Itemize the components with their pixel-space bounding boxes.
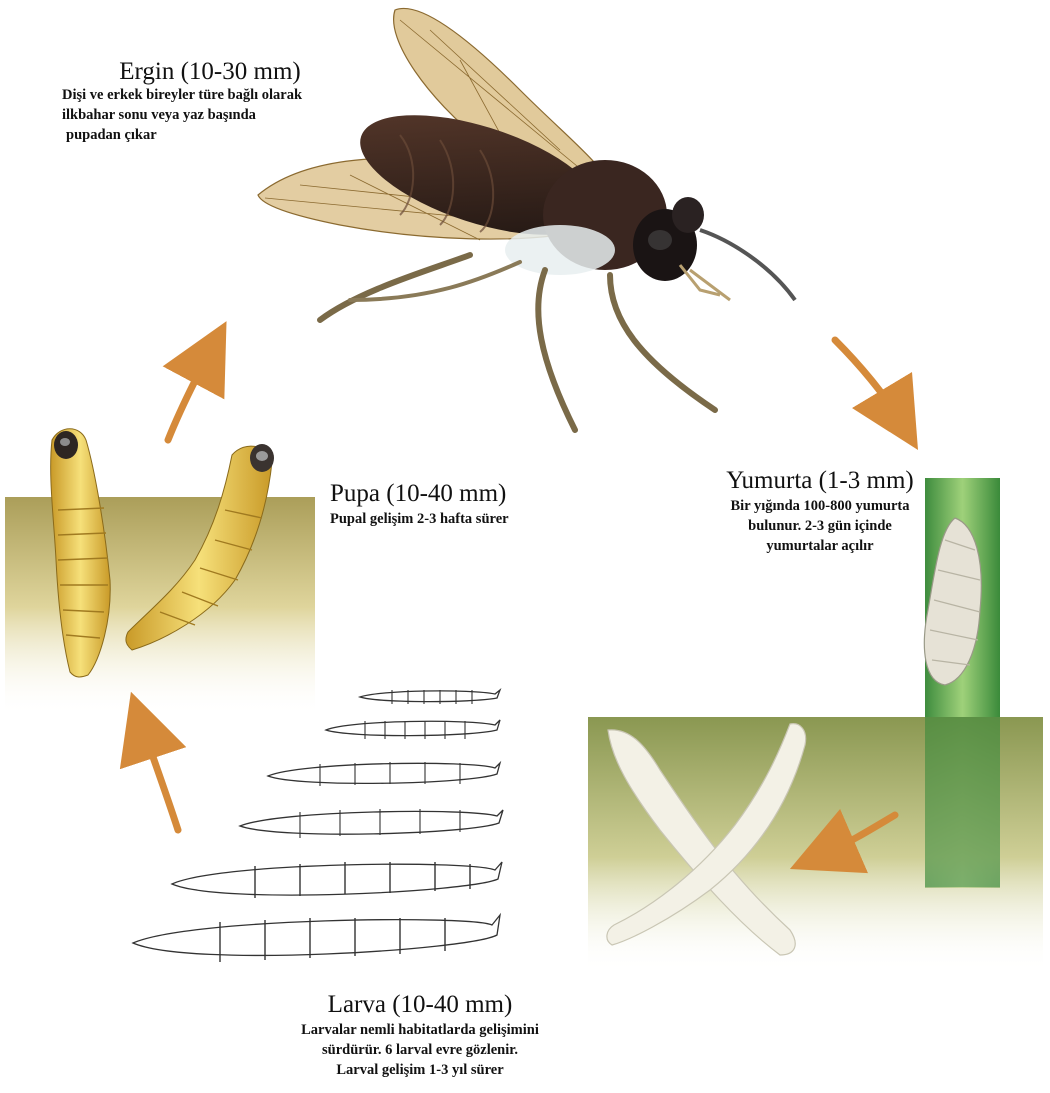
egg-desc-line-2: bulunur. 2-3 gün içinde <box>690 516 950 536</box>
arrow-adult-to-egg <box>835 340 900 420</box>
pupa-illustration <box>5 429 315 717</box>
egg-title: Yumurta (1-3 mm) <box>690 466 950 496</box>
instar-4 <box>240 810 503 834</box>
larva-title: Larva (10-40 mm) <box>250 990 590 1020</box>
adult-title: Ergin (10-30 mm) <box>55 57 365 87</box>
pupa-desc-line-1: Pupal gelişim 2-3 hafta sürer <box>330 509 590 529</box>
arrow-pupa-to-adult <box>168 352 210 440</box>
instar-5 <box>172 862 502 895</box>
larva-desc-line-3: Larval gelişim 1-3 yıl sürer <box>250 1060 590 1080</box>
larva-desc-line-2: sürdürür. 6 larval evre gözlenir. <box>250 1040 590 1060</box>
instar-3 <box>268 763 500 783</box>
instar-1 <box>360 690 500 702</box>
adult-desc: Dişi ve erkek bireyler türe bağlı olarak… <box>62 85 382 145</box>
larvae-soil-illustration <box>588 717 1043 972</box>
egg-desc-line-1: Bir yığında 100-800 yumurta <box>690 496 950 516</box>
adult-label: Ergin (10-30 mm) <box>55 57 365 87</box>
larva-label: Larva (10-40 mm) Larvalar nemli habitatl… <box>250 990 590 1080</box>
larval-instars-illustration <box>133 690 503 962</box>
pupa-label: Pupa (10-40 mm) Pupal gelişim 2-3 hafta … <box>330 479 590 529</box>
egg-label: Yumurta (1-3 mm) Bir yığında 100-800 yum… <box>690 466 950 556</box>
egg-desc-line-3: yumurtalar açılır <box>690 536 950 556</box>
adult-desc-line-3: pupadan çıkar <box>62 125 382 145</box>
pupa-title: Pupa (10-40 mm) <box>330 479 590 509</box>
adult-desc-line-2: ilkbahar sonu veya yaz başında <box>62 105 382 125</box>
adult-desc-line-1: Dişi ve erkek bireyler türe bağlı olarak <box>62 85 382 105</box>
larva-desc-line-1: Larvalar nemli habitatlarda gelişimini <box>250 1020 590 1040</box>
arrow-larva-to-pupa <box>142 725 178 830</box>
instar-2 <box>326 720 500 736</box>
